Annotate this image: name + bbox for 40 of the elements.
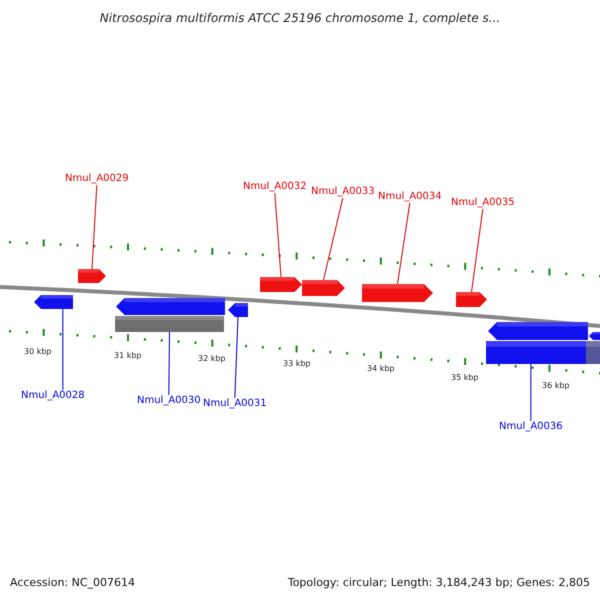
gene-block — [228, 303, 248, 317]
gene-block — [116, 298, 225, 315]
scale-label: 35 kbp — [451, 373, 479, 383]
gene-label: Nmul_A0033 — [311, 186, 375, 198]
footer-text: Accession: NC_007614 — [10, 576, 136, 589]
gene-block — [488, 322, 588, 340]
leader-line — [471, 208, 484, 292]
scale-label: 32 kbp — [198, 354, 226, 364]
leader-line — [274, 192, 282, 278]
scale-label: 34 kbp — [367, 364, 395, 374]
leader-line — [234, 316, 238, 398]
gene-label: Nmul_A0036 — [499, 421, 563, 433]
leader-line — [168, 332, 170, 396]
gene-block — [362, 284, 433, 302]
gene-bar — [486, 341, 600, 364]
gene-label: Nmul_A0032 — [243, 181, 307, 193]
gene-label: Nmul_A0034 — [378, 191, 442, 203]
scale-label: 30 kbp — [24, 347, 52, 357]
scale-label: 33 kbp — [283, 359, 311, 369]
scale-label: 36 kbp — [542, 381, 570, 391]
title: Nitrosospira multiformis ATCC 25196 chromosome 1, complete s... — [98, 11, 502, 25]
gene-label: Nmul_A0031 — [203, 398, 267, 410]
leader-line — [530, 364, 532, 422]
gene-block — [302, 280, 345, 296]
scale-label: 31 kbp — [114, 351, 142, 361]
gene-label: Nmul_A0030 — [137, 395, 201, 407]
leader-line — [92, 184, 98, 270]
gene-block — [34, 295, 73, 309]
gene-block — [78, 269, 106, 283]
gene-block — [456, 292, 487, 307]
gene-label: Nmul_A0028 — [21, 390, 85, 402]
leader-line — [62, 308, 64, 390]
leader-line — [397, 202, 410, 284]
gene-block — [260, 277, 302, 292]
gene-block — [589, 332, 600, 340]
leader-line — [323, 198, 344, 280]
footer-text: Topology: circular; Length: 3,184,243 bp; Genes: 2,805 — [288, 576, 590, 589]
gene-label: Nmul_A0029 — [65, 173, 129, 185]
gene-label: Nmul_A0035 — [451, 197, 515, 209]
gene-bar — [115, 316, 224, 332]
